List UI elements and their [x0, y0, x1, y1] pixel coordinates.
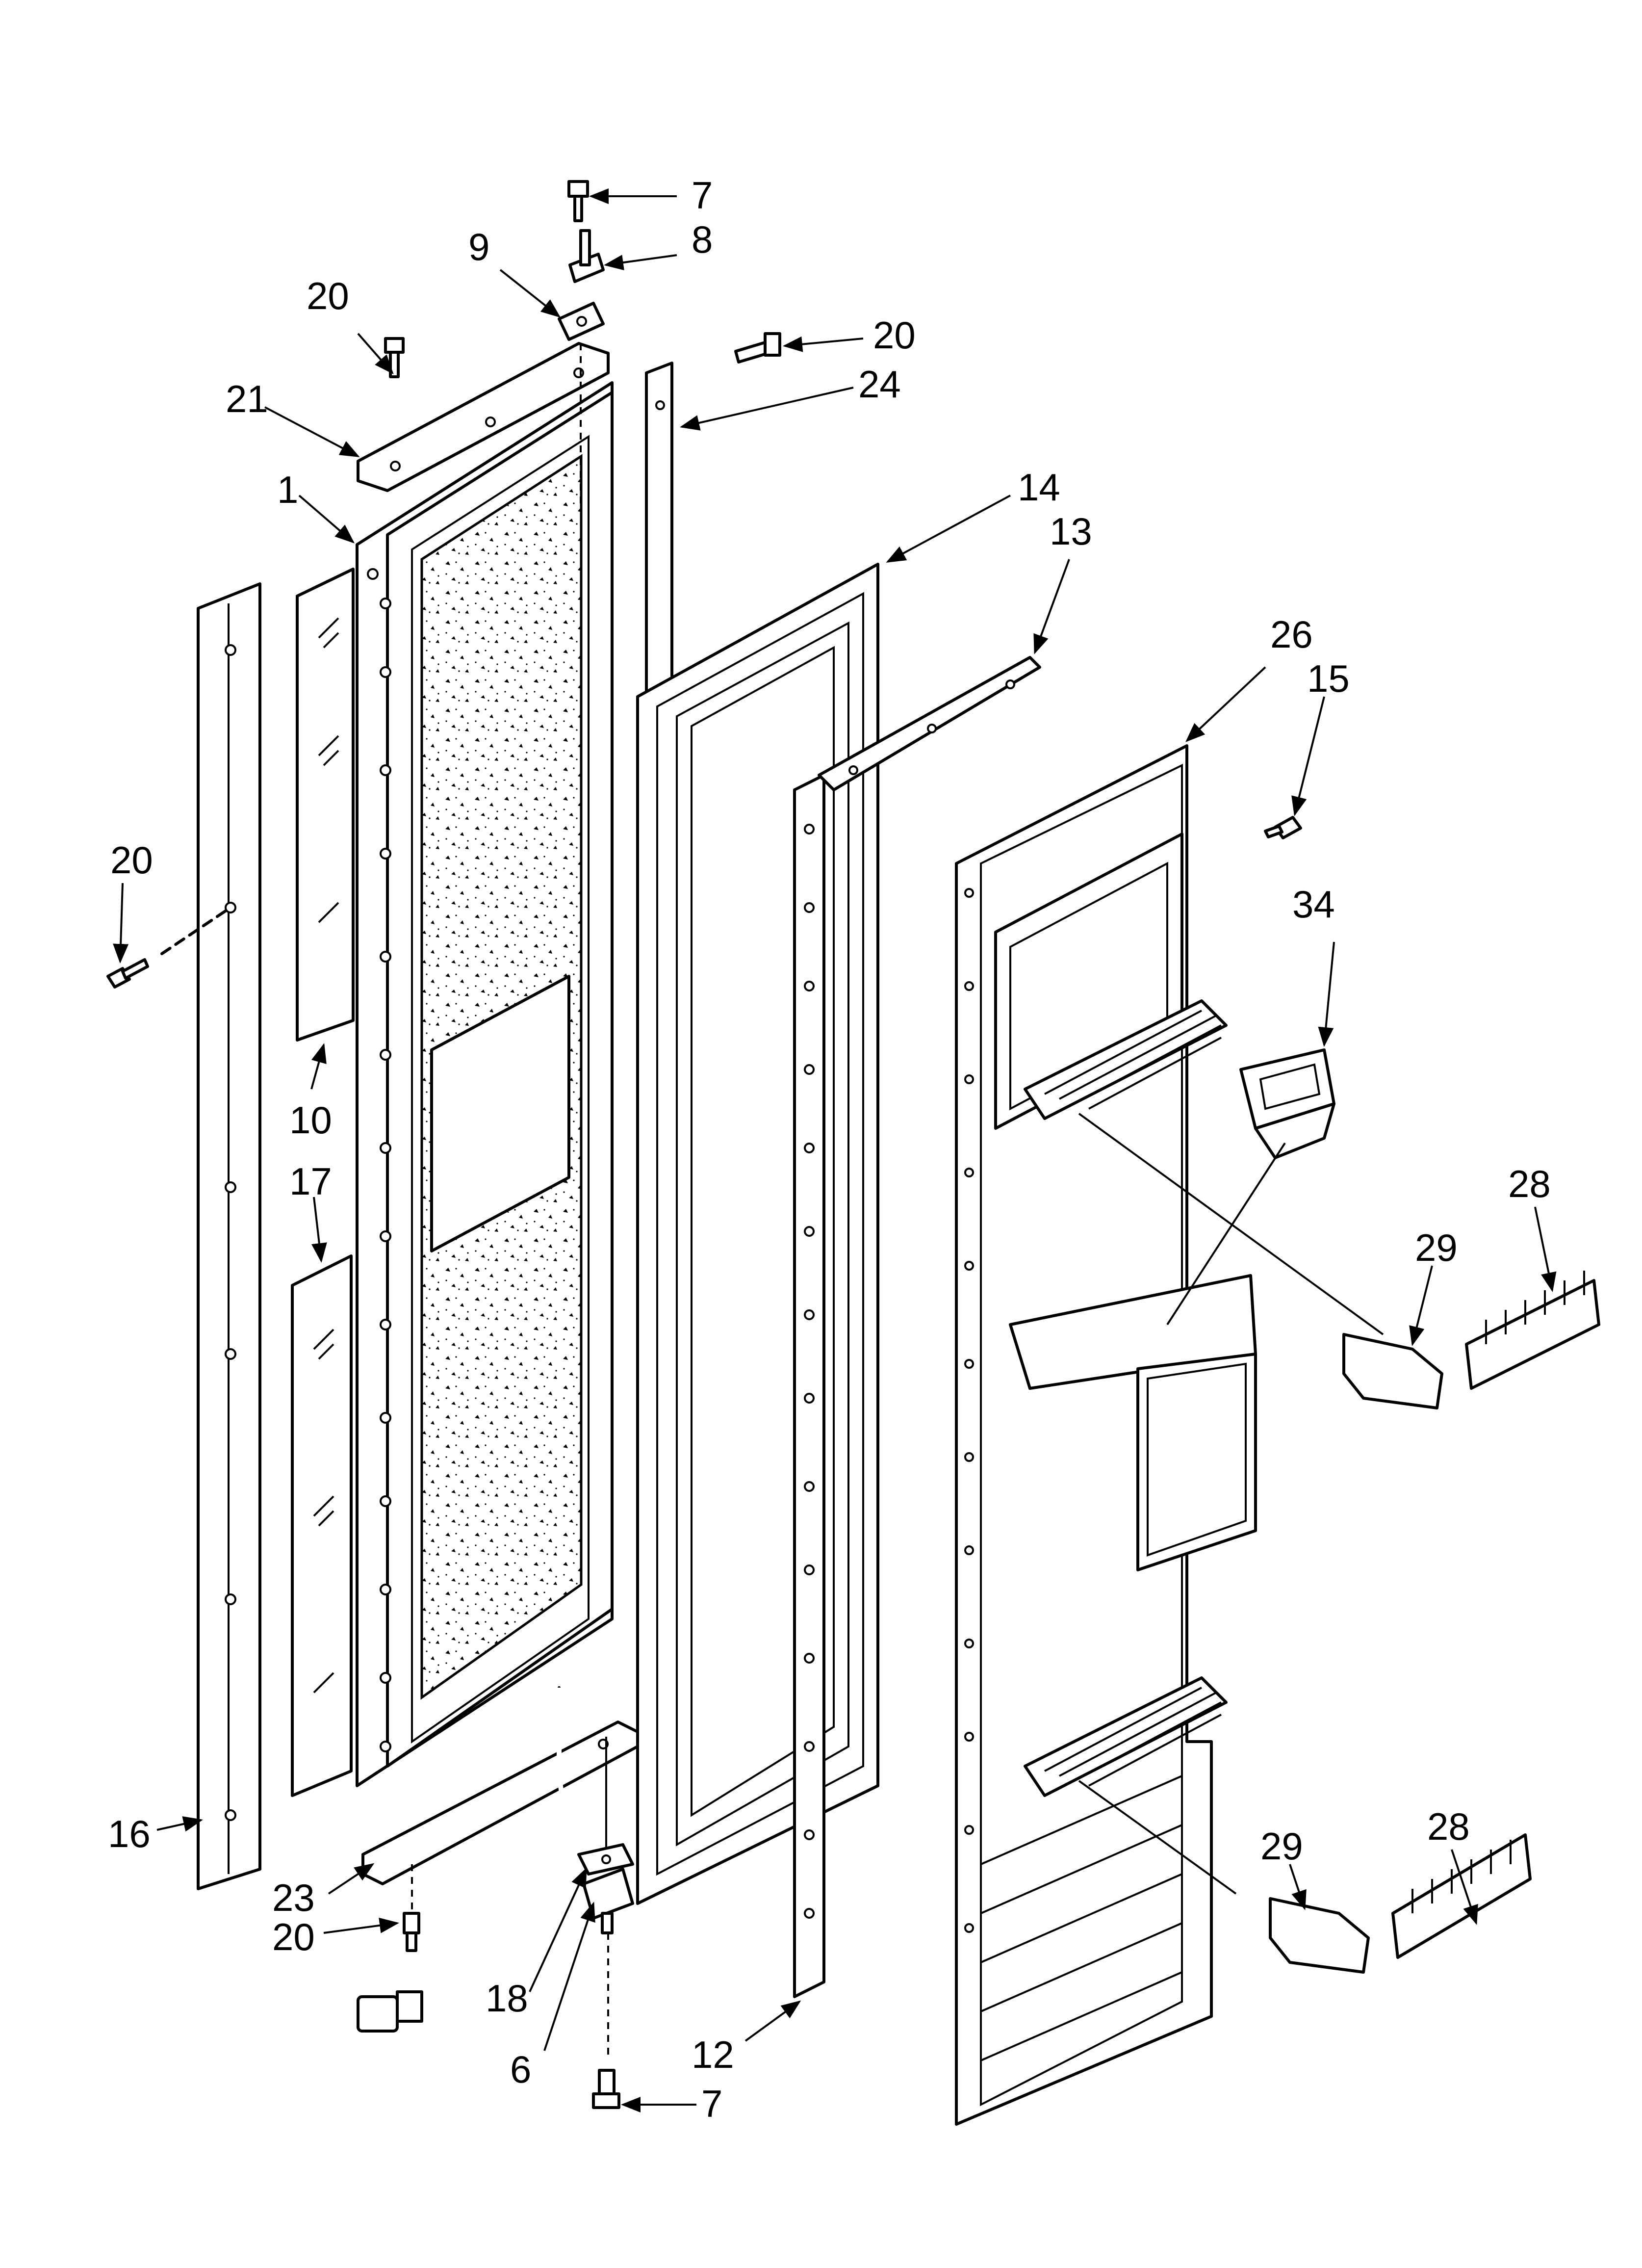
callout-12: 12: [692, 2033, 734, 2076]
part-7-hinge-screw-bottom: [592, 2069, 620, 2109]
callout-20-top-right: 20: [873, 313, 916, 357]
door-hinge-holes: [367, 568, 391, 1752]
part-20-screw-left: [106, 958, 149, 989]
part-20-screw-top-left: [384, 337, 405, 378]
callout-28-lower: 28: [1427, 1805, 1470, 1848]
callout-10: 10: [289, 1098, 332, 1142]
callout-14: 14: [1018, 466, 1060, 509]
part-17-glass-panel-lower: [291, 1254, 353, 1797]
liner-holes: [964, 888, 974, 1933]
callout-20-bottom: 20: [272, 1915, 315, 1958]
part-8-upper-hinge: [568, 229, 605, 283]
part-34-ice-chute: [1239, 1048, 1335, 1159]
callout-26: 26: [1270, 613, 1313, 656]
part-20-screw-bottom: [403, 1912, 420, 1952]
part-28-shelf-rail-lower: [1391, 1833, 1532, 1959]
callout-13: 13: [1050, 510, 1092, 553]
part-7-hinge-screw-top: [567, 180, 589, 222]
callout-18: 18: [486, 1977, 528, 2020]
callout-9: 9: [468, 225, 489, 268]
callout-29-lower: 29: [1260, 1825, 1303, 1868]
part-15-screw: [1264, 816, 1302, 839]
part-26-door-liner: [955, 744, 1257, 2126]
part-13-liner-bracket: [818, 656, 1041, 791]
callout-arrows: [113, 188, 1557, 2112]
part-12-hinge-side-strip: [793, 774, 825, 1998]
part-1-door-assembly: [356, 381, 614, 1787]
part-28-shelf-rail-upper: [1465, 1271, 1600, 1390]
part-16-door-side-panel: [197, 582, 261, 1890]
callout-7-bottom: 7: [701, 2082, 722, 2125]
callout-labels: 7 8 9 20 20 21 24 1 14 13 26 15 20 34 10…: [108, 174, 1551, 2125]
callout-1: 1: [277, 468, 298, 511]
callout-20-top-left: 20: [307, 274, 349, 317]
callout-17: 17: [289, 1160, 332, 1203]
callout-16: 16: [108, 1812, 151, 1855]
part-20-screw-top-right: [734, 332, 781, 364]
part-29-shelf-end-cap-upper: [1342, 1333, 1443, 1409]
callout-23: 23: [272, 1876, 315, 1919]
callout-7-top: 7: [692, 174, 713, 217]
callout-15: 15: [1307, 657, 1350, 700]
part-21-top-bracket: [357, 342, 610, 492]
part-9-hinge-shim: [558, 302, 605, 341]
callout-20-left: 20: [110, 838, 153, 882]
callout-29-upper: 29: [1415, 1226, 1458, 1269]
callout-28-upper: 28: [1508, 1162, 1551, 1205]
callout-8: 8: [692, 218, 713, 261]
part-6-bottom-hinge: [582, 1868, 634, 1934]
callout-34: 34: [1292, 883, 1335, 926]
part-29-shelf-end-cap-lower: [1269, 1897, 1370, 1974]
wire-harness: [357, 1686, 573, 2033]
part-24-door-strip: [645, 362, 673, 698]
part-10-glass-panel-upper: [296, 568, 355, 1042]
callout-6: 6: [510, 2048, 531, 2091]
callout-24: 24: [858, 363, 901, 406]
callout-21: 21: [226, 377, 268, 420]
